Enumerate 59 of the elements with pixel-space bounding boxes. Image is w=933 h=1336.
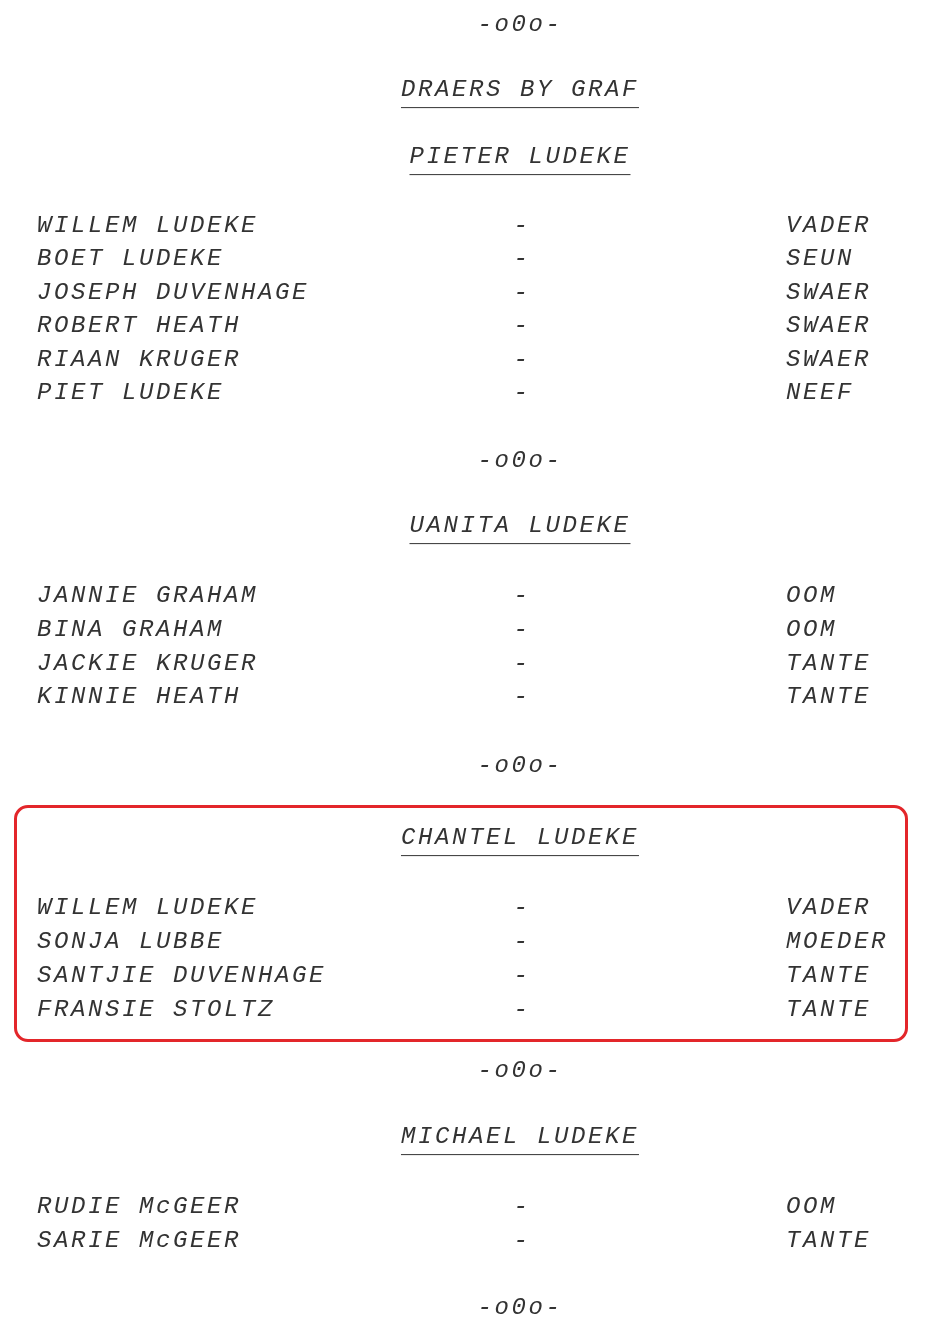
dash: - — [513, 1192, 531, 1222]
section-heading: CHANTEL LUDEKE — [401, 824, 639, 856]
dash: - — [513, 378, 531, 408]
relationship: TANTE — [786, 649, 871, 679]
dash: - — [513, 311, 531, 341]
bearer-name: SARIE McGEER — [37, 1226, 242, 1256]
bearer-name: SONJA LUBBE — [37, 927, 225, 957]
relationship: TANTE — [786, 961, 871, 991]
separator-ornament: -o0o- — [477, 1056, 563, 1086]
dash: - — [513, 211, 531, 241]
relationship: OOM — [786, 615, 837, 645]
relationship: SEUN — [786, 244, 854, 274]
relationship: VADER — [786, 211, 871, 241]
relationship: SWAER — [786, 278, 871, 308]
dash: - — [513, 244, 531, 274]
bearer-name: JACKIE KRUGER — [37, 649, 259, 679]
dash: - — [513, 927, 531, 957]
separator-ornament: -o0o- — [477, 1293, 563, 1323]
section-heading: DRAERS BY GRAF — [401, 76, 639, 108]
bearer-name: PIET LUDEKE — [37, 378, 225, 408]
highlight-frame — [14, 805, 908, 1042]
relationship: VADER — [786, 893, 871, 923]
dash: - — [513, 615, 531, 645]
relationship: NEEF — [786, 378, 854, 408]
bearer-name: BINA GRAHAM — [37, 615, 225, 645]
relationship: TANTE — [786, 682, 871, 712]
dash: - — [513, 278, 531, 308]
relationship: SWAER — [786, 311, 871, 341]
relationship: TANTE — [786, 1226, 871, 1256]
relationship: OOM — [786, 581, 837, 611]
bearer-name: JOSEPH DUVENHAGE — [37, 278, 310, 308]
relationship: TANTE — [786, 995, 871, 1025]
section-heading: UANITA LUDEKE — [409, 512, 631, 544]
separator-ornament: -o0o- — [477, 446, 563, 476]
bearer-name: FRANSIE STOLTZ — [37, 995, 276, 1025]
dash: - — [513, 961, 531, 991]
bearer-name: KINNIE HEATH — [37, 682, 242, 712]
bearer-name: WILLEM LUDEKE — [37, 211, 259, 241]
bearer-name: SANTJIE DUVENHAGE — [37, 961, 327, 991]
dash: - — [513, 649, 531, 679]
bearer-name: RIAAN KRUGER — [37, 345, 242, 375]
bearer-name: RUDIE McGEER — [37, 1192, 242, 1222]
dash: - — [513, 345, 531, 375]
section-heading: PIETER LUDEKE — [409, 143, 631, 175]
relationship: MOEDER — [786, 927, 888, 957]
bearer-name: JANNIE GRAHAM — [37, 581, 259, 611]
section-heading: MICHAEL LUDEKE — [401, 1123, 639, 1155]
bearer-name: BOET LUDEKE — [37, 244, 225, 274]
separator-ornament: -o0o- — [477, 10, 563, 40]
relationship: OOM — [786, 1192, 837, 1222]
dash: - — [513, 893, 531, 923]
bearer-name: WILLEM LUDEKE — [37, 893, 259, 923]
relationship: SWAER — [786, 345, 871, 375]
separator-ornament: -o0o- — [477, 751, 563, 781]
dash: - — [513, 1226, 531, 1256]
dash: - — [513, 581, 531, 611]
bearer-name: ROBERT HEATH — [37, 311, 242, 341]
dash: - — [513, 682, 531, 712]
dash: - — [513, 995, 531, 1025]
